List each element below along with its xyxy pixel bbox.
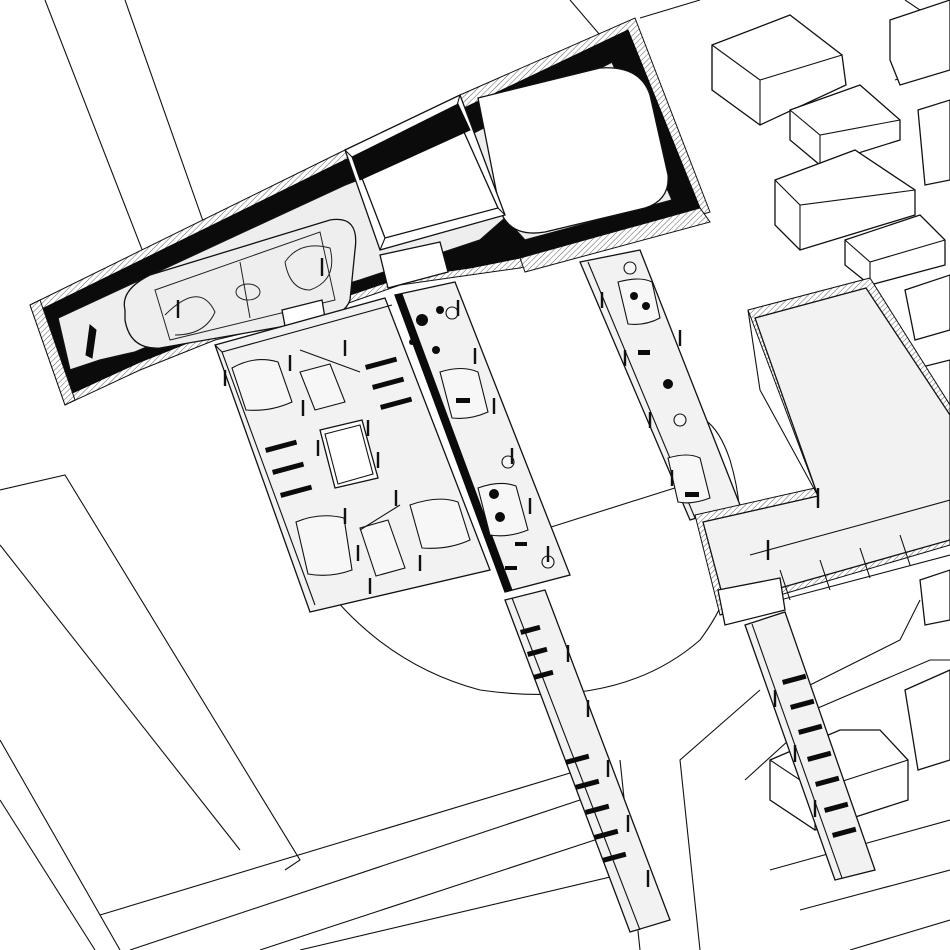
classroom-block-left [214, 297, 491, 613]
bridge-right [744, 611, 876, 881]
corridor-wing-center [394, 281, 571, 593]
columns-left-block [223, 340, 422, 594]
benches-left-block [264, 356, 413, 498]
main-building [29, 17, 711, 406]
corridor-wing-right [579, 249, 741, 521]
bridge-center [504, 589, 671, 933]
l-shaped-block-right [694, 277, 950, 626]
